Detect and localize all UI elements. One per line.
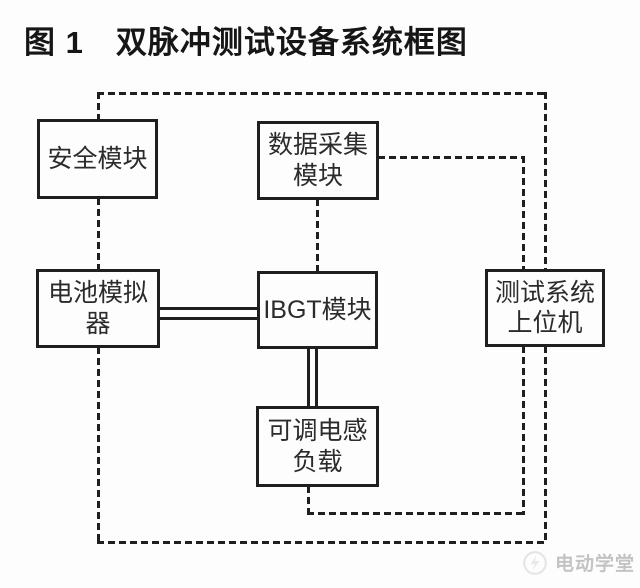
dashed-connector-host-top-left [522, 156, 525, 271]
dashed-connector-load-host [307, 512, 525, 515]
bus-line-battery-igbt-upper [159, 307, 258, 310]
dashed-connector-load-bottom-stub [307, 486, 310, 515]
box-battery-simulator: 电池模拟 器 [36, 269, 160, 348]
dashed-connector-daq-host [378, 156, 525, 159]
dashed-connector-daq-igbt [316, 199, 319, 273]
figure-title: 图 1 双脉冲测试设备系统框图 [24, 25, 468, 60]
box-data-acquisition-module-label: 数据采集 模块 [267, 131, 368, 190]
box-test-system-host: 测试系统 上位机 [485, 269, 605, 347]
dashed-connector-host-bottom-left [522, 346, 525, 515]
bus-line-igbt-load-left [307, 348, 310, 407]
box-battery-simulator-label: 电池模拟 器 [47, 279, 148, 338]
box-safety-module: 安全模块 [37, 119, 158, 199]
bus-line-igbt-load-right [315, 348, 318, 407]
dashed-connector-host-bottom-right [544, 346, 547, 544]
dashed-connector-battery-bottom [97, 347, 100, 544]
bus-line-battery-igbt-lower [159, 317, 258, 320]
box-data-acquisition-module: 数据采集 模块 [257, 121, 379, 200]
watermark-text: 电动学堂 [555, 554, 636, 575]
dashed-connector-safety-battery [97, 198, 100, 271]
lightning-circle-icon [523, 550, 547, 575]
dashed-connector-right-upper [544, 92, 547, 271]
box-test-system-host-label: 测试系统 上位机 [494, 278, 595, 338]
box-safety-module-label: 安全模块 [47, 144, 148, 173]
box-adjustable-inductive-load-label: 可调电感 负载 [267, 417, 368, 476]
dashed-connector-safety-top-stub [97, 92, 100, 121]
dashed-connector-bottom [97, 541, 547, 544]
box-igbt-module-label: IBGT模块 [263, 295, 372, 324]
box-igbt-module: IBGT模块 [257, 271, 378, 349]
watermark: 电动学堂 [522, 549, 635, 576]
box-adjustable-inductive-load: 可调电感 负载 [256, 406, 379, 487]
dashed-connector-top [97, 92, 547, 95]
